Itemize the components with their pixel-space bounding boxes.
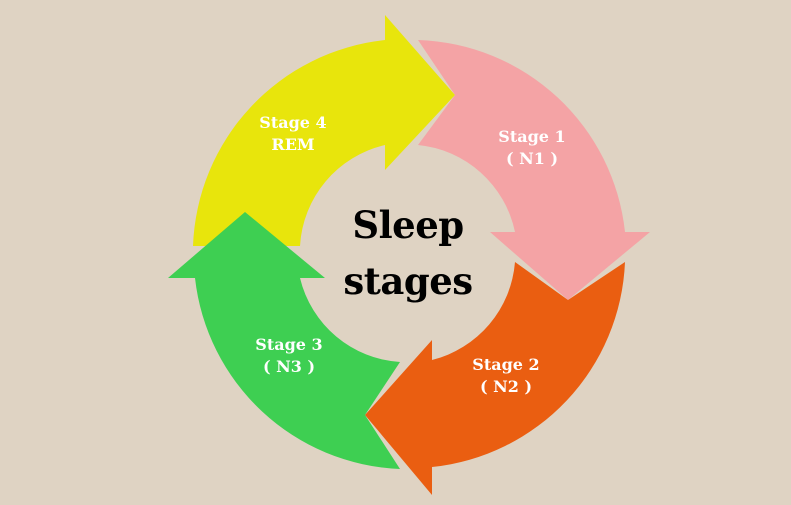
stage-1-label: Stage 1 ( N1 ) [472,126,592,170]
diagram-title: Sleep stages [318,197,498,309]
stage-4-title: Stage 4 [259,113,327,132]
stage-2-title: Stage 2 [472,355,540,374]
stage-3-title: Stage 3 [255,335,323,354]
stage-4-label: Stage 4 REM [233,112,353,156]
stage-3-arrow [168,212,400,469]
stage-3-label: Stage 3 ( N3 ) [229,334,349,378]
title-line-1: Sleep [352,203,464,247]
stage-2-label: Stage 2 ( N2 ) [446,354,566,398]
stage-1-arrow [418,40,650,300]
stage-1-subtitle: ( N1 ) [505,149,559,168]
stage-3-subtitle: ( N3 ) [262,357,316,376]
stage-4-subtitle: REM [271,135,315,154]
stage-2-subtitle: ( N2 ) [479,377,533,396]
stage-1-title: Stage 1 [498,127,566,146]
stage-2-arrow [365,262,625,495]
title-line-2: stages [343,259,473,303]
stage-4-arrow [193,15,455,246]
